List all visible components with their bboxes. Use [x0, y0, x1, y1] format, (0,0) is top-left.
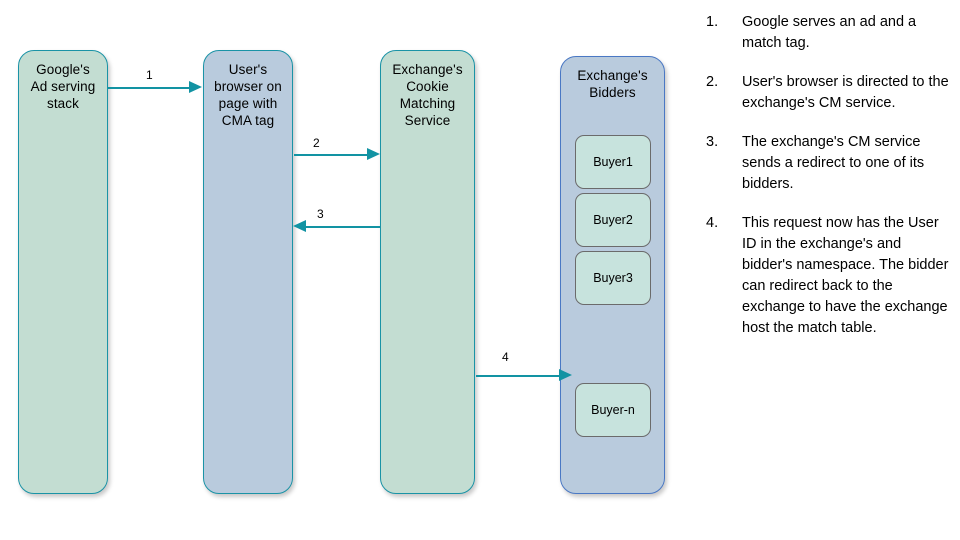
buyer-box[interactable]: Buyer-n [575, 383, 651, 437]
lane-browser-label: User's browser on page with CMA tag [214, 62, 282, 128]
lane-cms-label: Exchange's Cookie Matching Service [392, 62, 463, 128]
list-item: 3. The exchange's CM service sends a red… [706, 132, 950, 195]
arrow-right-icon [189, 81, 202, 93]
list-item: 1. Google serves an ad and a match tag. [706, 12, 950, 54]
step-number: 4. [706, 215, 719, 231]
buyer-box[interactable]: Buyer2 [575, 193, 651, 247]
arrow-left-icon [293, 220, 306, 232]
arrow-2-label: 2 [313, 136, 320, 150]
lane-exchange-cookie-matching-service[interactable]: Exchange's Cookie Matching Service [380, 50, 475, 494]
arrow-4-line [476, 375, 560, 377]
lane-google-ad-serving-stack[interactable]: Google's Ad serving stack [18, 50, 108, 494]
arrow-1-label: 1 [146, 68, 153, 82]
step-text: The exchange's CM service sends a redire… [742, 134, 925, 192]
arrow-right-icon [367, 148, 380, 160]
buyer-box[interactable]: Buyer1 [575, 135, 651, 189]
lane-exchange-bidders[interactable]: Exchange's Bidders Buyer1 Buyer2 Buyer3 … [560, 56, 665, 494]
buyer-label: Buyer-n [591, 403, 635, 417]
buyer-label: Buyer3 [593, 271, 633, 285]
lane-bidders-label: Exchange's Bidders [577, 68, 648, 100]
buyer-box[interactable]: Buyer3 [575, 251, 651, 305]
step-text: User's browser is directed to the exchan… [742, 74, 949, 111]
buyer-label: Buyer2 [593, 213, 633, 227]
arrow-2-line [294, 154, 368, 156]
step-number: 2. [706, 74, 719, 90]
list-item: 2. User's browser is directed to the exc… [706, 72, 950, 114]
arrow-4-label: 4 [502, 350, 509, 364]
step-number: 1. [706, 14, 719, 30]
lane-users-browser[interactable]: User's browser on page with CMA tag [203, 50, 293, 494]
steps-list: 1. Google serves an ad and a match tag. … [706, 12, 950, 357]
list-item: 4. This request now has the User ID in t… [706, 213, 950, 339]
step-number: 3. [706, 134, 719, 150]
arrow-right-icon [559, 369, 572, 381]
step-text: This request now has the User ID in the … [742, 215, 949, 336]
arrow-3-label: 3 [317, 207, 324, 221]
step-text: Google serves an ad and a match tag. [742, 14, 917, 51]
buyer-label: Buyer1 [593, 155, 633, 169]
arrow-1-line [108, 87, 190, 89]
lane-google-label: Google's Ad serving stack [30, 62, 96, 111]
arrow-3-line [306, 226, 380, 228]
